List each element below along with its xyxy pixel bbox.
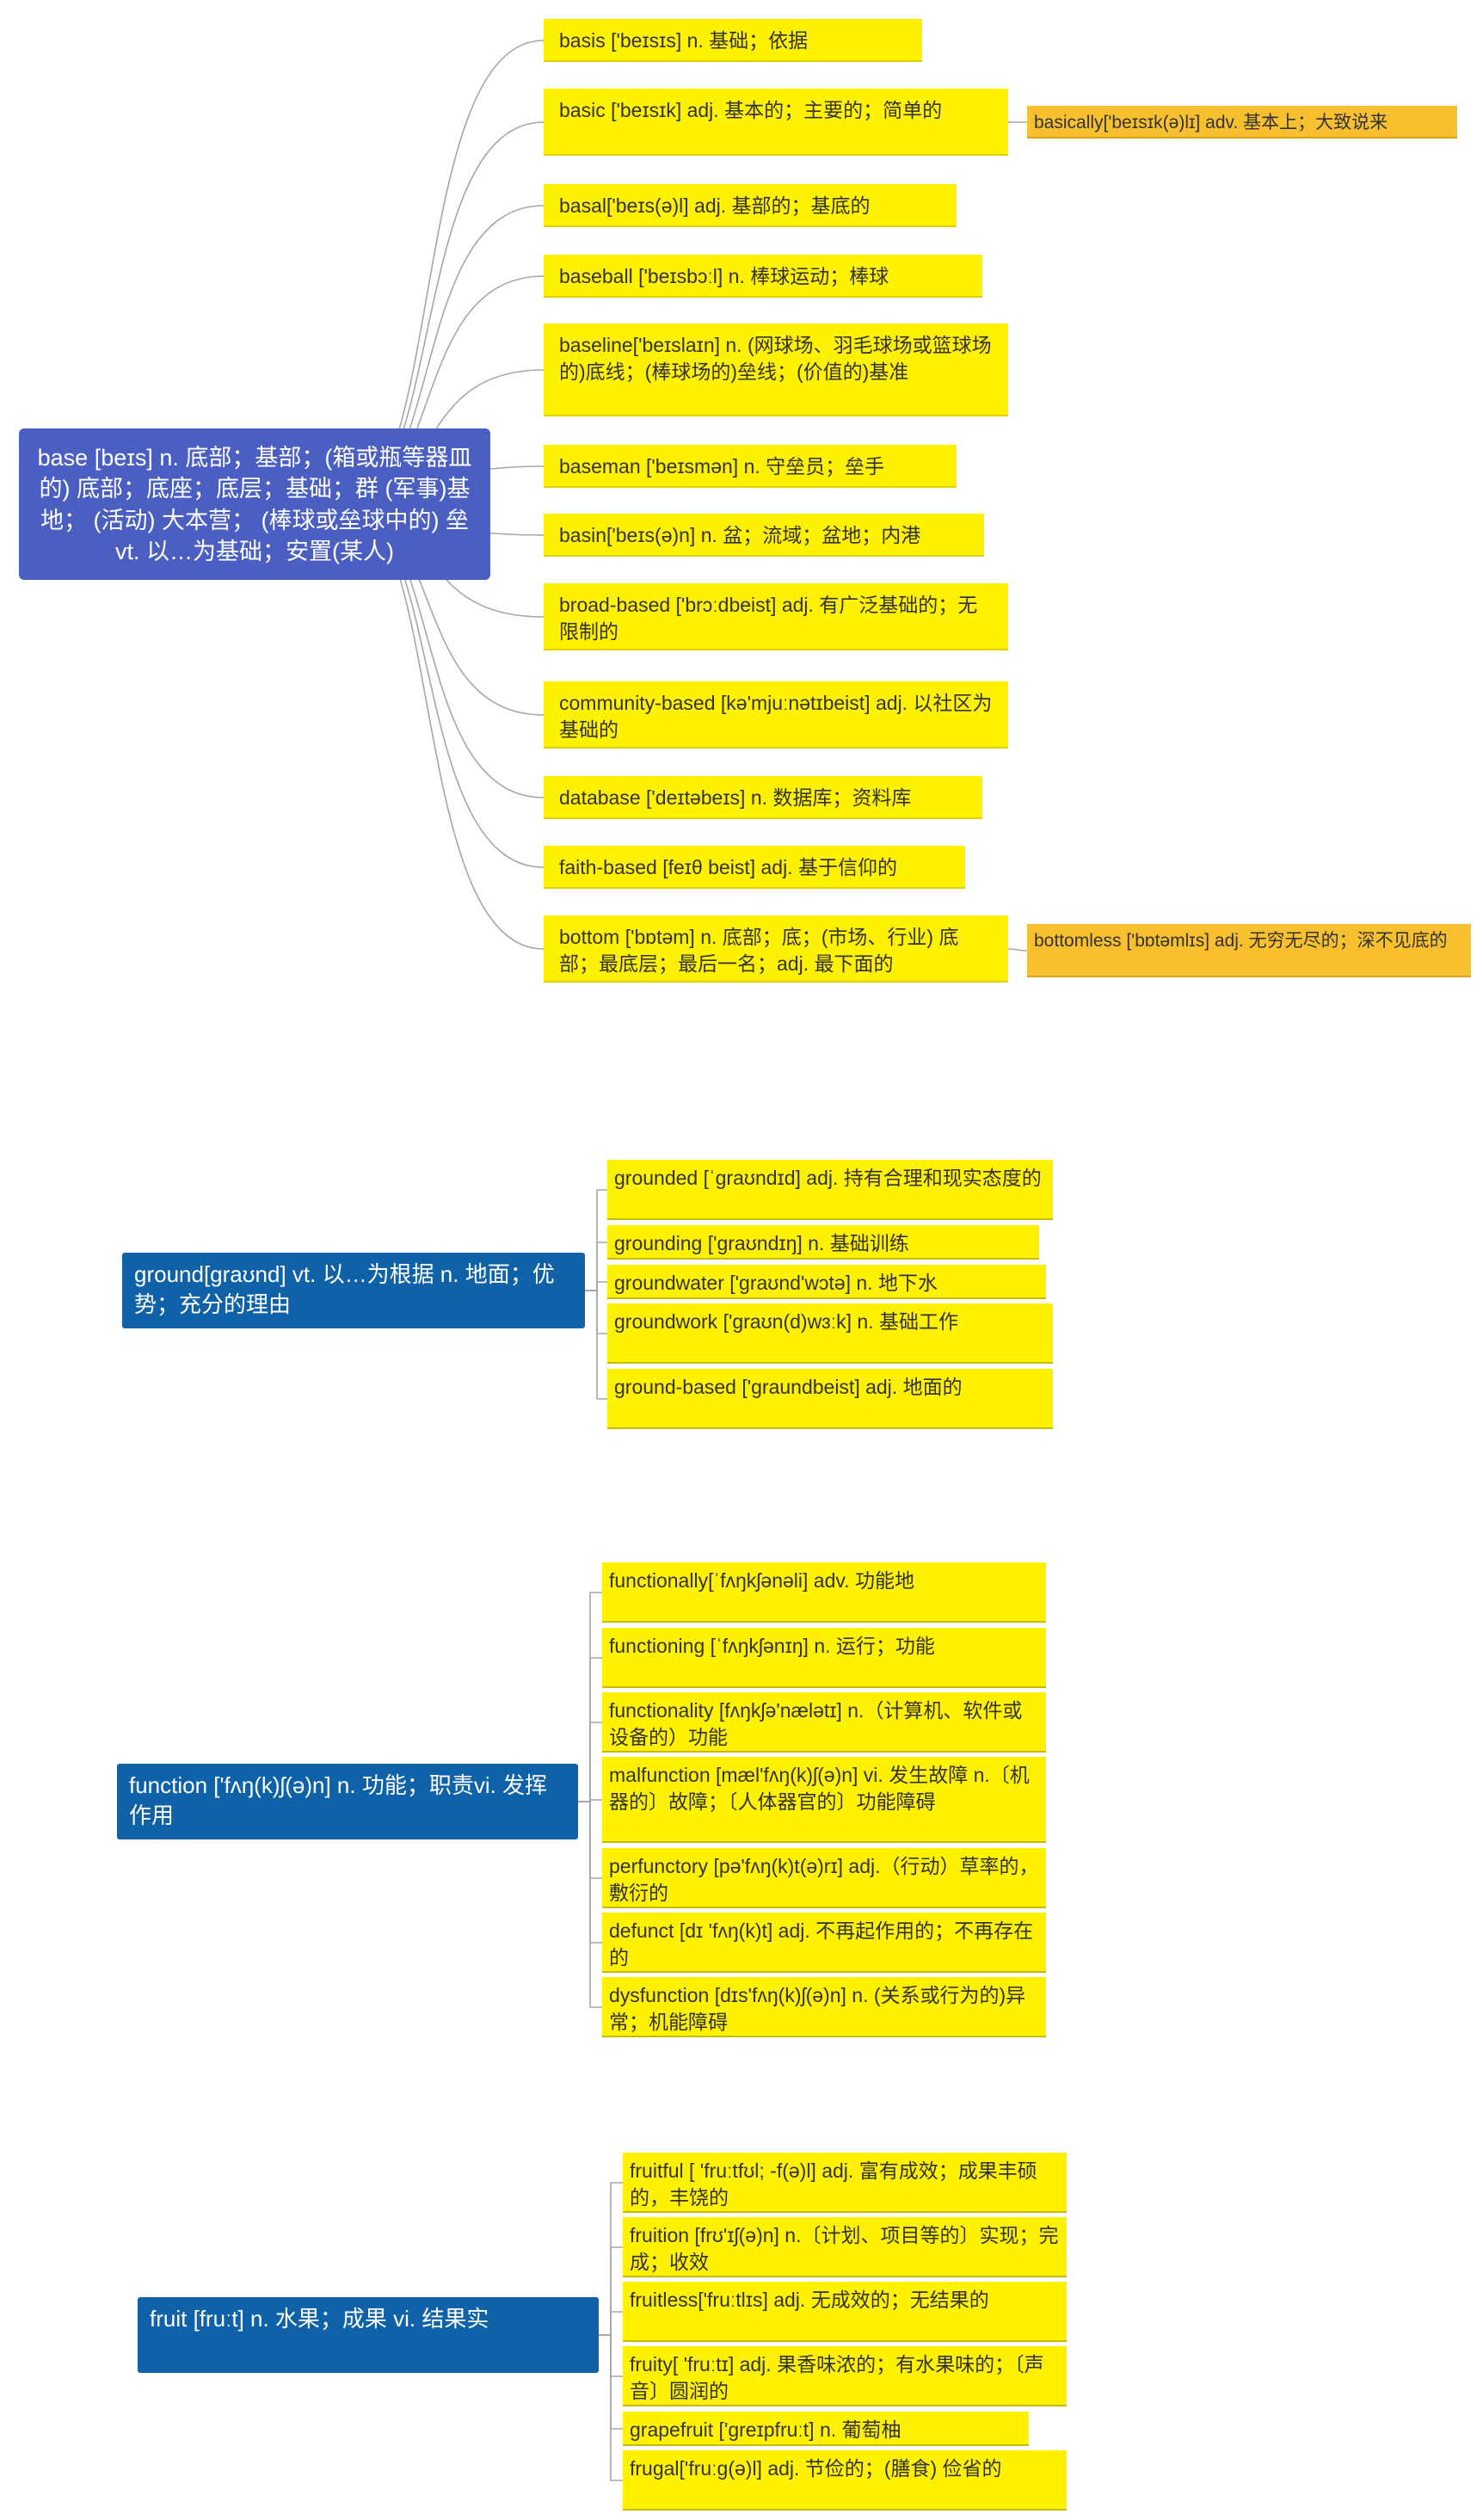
root-node-fruit[interactable]: fruit [fruːt] n. 水果；成果 vi. 结果实: [138, 2297, 599, 2373]
child-node-basis[interactable]: basis ['beɪsɪs] n. 基础；依据: [544, 19, 922, 62]
connector-line: [578, 1799, 602, 1802]
connector-line: [578, 1592, 602, 1802]
child-node-bottom[interactable]: bottom ['bɒtəm] n. 底部；底；(市场、行业) 底部；最底层；最…: [544, 915, 1008, 983]
connector-line: [599, 2311, 623, 2336]
child-node-groundwater[interactable]: groundwater ['graʊnd'wɔtə] n. 地下水: [607, 1265, 1046, 1299]
connector-line: [578, 1722, 602, 1802]
child-node-basin[interactable]: basin['beɪs(ə)n] n. 盆；流域；盆地；内港: [544, 514, 984, 557]
child-node-malfunction[interactable]: malfunction [mæl'fʌŋ(k)ʃ(ə)n] vi. 发生故障 n…: [602, 1757, 1046, 1843]
child-node-faith-based[interactable]: faith-based [feɪθ beist] adj. 基于信仰的: [544, 846, 965, 889]
child-node-baseball[interactable]: baseball ['beɪsbɔːl] n. 棒球运动；棒球: [544, 255, 982, 298]
child-node-basal[interactable]: basal['beɪs(ə)l] adj. 基部的；基底的: [544, 184, 957, 227]
connector-line: [1007, 948, 1028, 952]
child-node-functioning[interactable]: functioning [ˈfʌŋkʃənɪŋ] n. 运行；功能: [602, 1628, 1046, 1688]
connector-line: [599, 2246, 623, 2336]
child-node-perfunctory[interactable]: perfunctory [pə'fʌŋ(k)t(ə)rɪ] adj.（行动）草率…: [602, 1848, 1046, 1908]
child-node-fruitful[interactable]: fruitful [ 'fruːtfʊl; -f(ə)l] adj. 富有成效；…: [623, 2153, 1067, 2213]
child-node-functionally[interactable]: functionally[ˈfʌŋkʃənəli] adv. 功能地: [602, 1562, 1046, 1623]
child-node-ground-based[interactable]: ground-based ['graundbeist] adj. 地面的: [607, 1369, 1053, 1429]
connector-line: [585, 1189, 607, 1291]
child-node-groundwork[interactable]: groundwork ['graʊn(d)wɜːk] n. 基础工作: [607, 1303, 1053, 1364]
connector-line: [578, 1657, 602, 1802]
child-node-community-based[interactable]: community-based [kə'mjuːnətɪbeist] adj. …: [544, 681, 1008, 749]
child-node-grounded[interactable]: grounded [ˈgraʊndɪd] adj. 持有合理和现实态度的: [607, 1160, 1053, 1220]
connector-line: [585, 1242, 607, 1291]
child-node-baseline[interactable]: baseline['beɪslaɪn] n. (网球场、羽毛球场或篮球场的)底线…: [544, 323, 1008, 416]
root-node-ground[interactable]: ground[graʊnd] vt. 以…为根据 n. 地面；优势；充分的理由: [122, 1253, 585, 1328]
child-node-fruity[interactable]: fruity[ 'fruːtɪ] adj. 果香味浓的；有水果味的；〔声音〕圆润…: [623, 2346, 1067, 2406]
child-node-frugal[interactable]: frugal['fruːg(ə)l] adj. 节俭的；(膳食) 俭省的: [623, 2450, 1067, 2511]
child-node-defunct[interactable]: defunct [dɪ 'fʌŋ(k)t] adj. 不再起作用的；不再存在的: [602, 1913, 1046, 1973]
child-node-fruition[interactable]: fruition [frʊ'ɪʃ(ə)n] n.〔计划、项目等的〕实现；完成；收…: [623, 2217, 1067, 2277]
node-text: base [beɪs] n. 底部；基部；(箱或瓶等器皿的) 底部；底座；底层；…: [37, 445, 472, 565]
child-node-database[interactable]: database ['deɪtəbeɪs] n. 数据库；资料库: [544, 776, 982, 819]
child-node-basic[interactable]: basic ['beɪsɪk] adj. 基本的；主要的；简单的: [544, 89, 1008, 156]
child-node-grapefruit[interactable]: grapefruit ['greɪpfruːt] n. 葡萄柚: [623, 2412, 1029, 2446]
child-node-functionality[interactable]: functionality [fʌŋkʃə'nælətɪ] n.（计算机、软件或…: [602, 1692, 1046, 1753]
connector-line: [585, 1290, 607, 1400]
child-node-grounding[interactable]: grounding ['graʊndɪŋ] n. 基础训练: [607, 1225, 1039, 1260]
child-node-fruitless[interactable]: fruitless['fruːtlɪs] adj. 无成效的；无结果的: [623, 2282, 1067, 2342]
sub-node-bottomless[interactable]: bottomless ['bɒtəmlɪs] adj. 无穷无尽的；深不见底的: [1027, 924, 1471, 977]
connector-line: [585, 1290, 607, 1334]
root-node-base[interactable]: base [beɪs] n. 底部；基部；(箱或瓶等器皿的) 底部；底座；底层；…: [19, 428, 490, 580]
connector-line: [599, 2334, 623, 2481]
child-node-broad-based[interactable]: broad-based ['brɔːdbeist] adj. 有广泛基础的；无限…: [544, 583, 1008, 650]
connector-line: [578, 1801, 602, 2008]
root-node-function[interactable]: function ['fʌŋ(k)ʃ(ə)n] n. 功能；职责vi. 发挥作用: [117, 1764, 578, 1839]
connector-line: [599, 2182, 623, 2336]
child-node-dysfunction[interactable]: dysfunction [dɪs'fʌŋ(k)ʃ(ə)n] n. (关系或行为的…: [602, 1977, 1046, 2037]
connector-line: [585, 1281, 607, 1291]
sub-node-basically[interactable]: basically['beɪsɪk(ə)lɪ] adv. 基本上；大致说来: [1027, 106, 1457, 139]
child-node-baseman[interactable]: baseman ['beɪsmən] n. 守垒员；垒手: [544, 445, 957, 488]
